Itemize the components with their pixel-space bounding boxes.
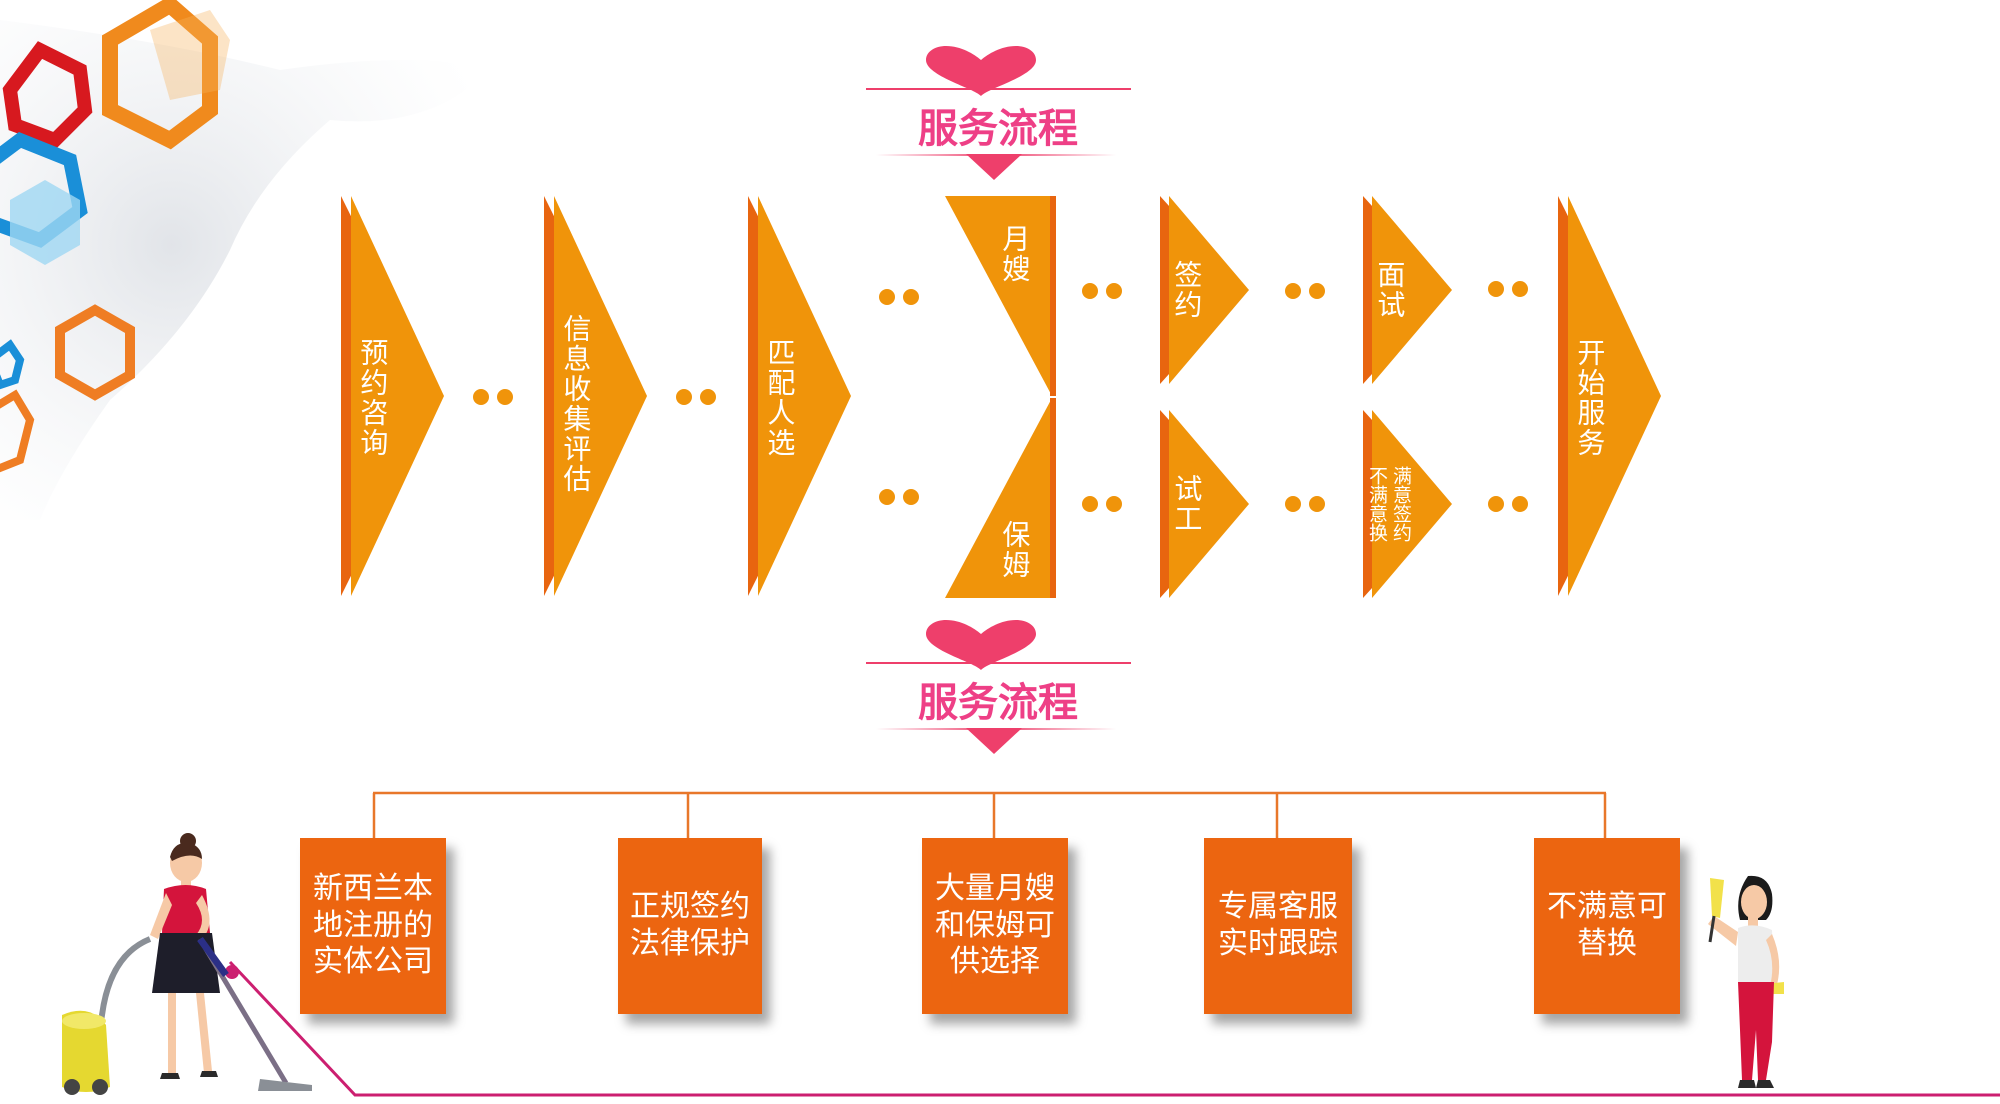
step-arrow-interview [1363, 196, 1452, 384]
step-label-consult: 预约咨询 [356, 338, 390, 458]
hexagon-decoration [0, 0, 490, 520]
heading-top-line-upper [866, 88, 1131, 90]
heart-pointer-icon-bottom [966, 728, 1022, 754]
heart-pointer-icon [966, 154, 1022, 180]
heading-bottom-line-upper [866, 662, 1131, 664]
step-label-unsatisfied: 不满意换 [1365, 466, 1388, 542]
heart-icon [926, 46, 1036, 96]
step-label-match: 匹配人选 [763, 338, 797, 458]
branch-arrow-yuesao [945, 196, 1056, 396]
step-arrow-consult [341, 196, 444, 596]
woman-vacuuming-illustration [62, 833, 312, 1095]
step-label-trial: 试工 [1170, 474, 1204, 534]
service-flow-diagram [341, 196, 1661, 598]
feature-card-many-choices: 大量月嫂和保姆可供选择 [922, 838, 1068, 1014]
step-arrow-trial [1160, 410, 1249, 598]
feature-card-legal-contract: 正规签约法律保护 [618, 838, 762, 1014]
branch-label-yuesao: 月嫂 [998, 224, 1032, 284]
heart-icon-bottom [926, 620, 1036, 670]
feature-card-replaceable: 不满意可替换 [1534, 838, 1680, 1014]
service-flow-title-top: 服务流程 [918, 106, 1078, 152]
step-label-start: 开始服务 [1573, 338, 1607, 458]
feature-card-customer-service: 专属客服实时跟踪 [1204, 838, 1352, 1014]
service-flow-title-bottom: 服务流程 [918, 680, 1078, 726]
step-arrow-info [544, 196, 647, 596]
step-label-interview: 面试 [1373, 260, 1407, 320]
feature-card-registered-company: 新西兰本地注册的实体公司 [300, 838, 446, 1014]
step-arrow-start [1558, 196, 1661, 596]
step-label-info: 信息收集评估 [559, 314, 593, 494]
woman-dusting-illustration [1708, 875, 1784, 1088]
branch-label-baomu: 保姆 [998, 520, 1032, 580]
step-arrow-sign [1160, 196, 1249, 384]
step-label-satisfied: 满意签约 [1389, 466, 1412, 542]
connector-dots [473, 281, 1528, 512]
step-arrow-match [748, 196, 851, 596]
step-label-sign: 签约 [1170, 260, 1204, 320]
branch-arrow-baomu [945, 398, 1056, 598]
step-arrow-result [1363, 410, 1452, 598]
